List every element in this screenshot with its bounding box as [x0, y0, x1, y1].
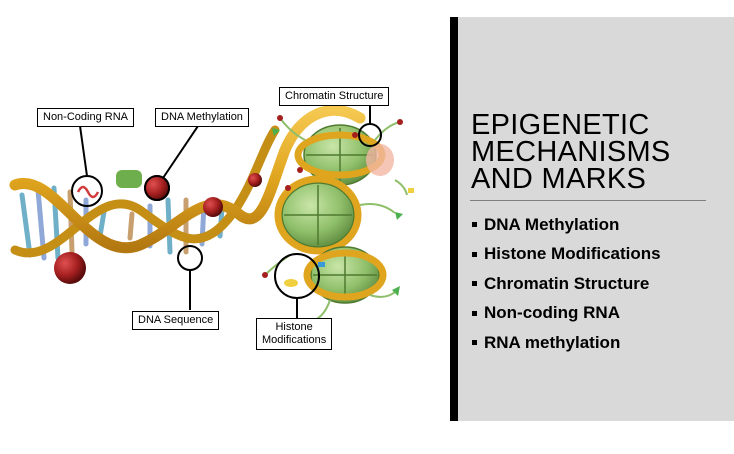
nucleosome-bottom [303, 246, 387, 304]
list-item-label: Histone Modifications [484, 244, 661, 264]
list-item-label: RNA methylation [484, 332, 621, 352]
list-item: DNA Methylation [472, 210, 661, 240]
list-item-label: Non-coding RNA [484, 303, 620, 323]
bullet-square-icon [472, 251, 477, 257]
list-item: Chromatin Structure [472, 269, 661, 299]
label-non-coding-rna: Non-Coding RNA [37, 108, 134, 127]
label-histone-line1: Histone [275, 321, 313, 333]
panel-title-line: MECHANISMS [471, 136, 671, 168]
label-chromatin-structure: Chromatin Structure [279, 87, 390, 106]
dna-chromatin-illustration [9, 104, 414, 328]
list-item: Histone Modifications [472, 240, 661, 270]
label-dna-sequence: DNA Sequence [132, 311, 220, 330]
methyl-group-sphere [54, 252, 86, 284]
list-item-label: Chromatin Structure [484, 273, 650, 293]
panel-title-line: EPIGENETIC [471, 109, 650, 141]
mechanism-list: DNA Methylation Histone Modifications Ch… [472, 210, 661, 358]
methyl-group-sphere [144, 175, 170, 201]
rna-strand-icon [76, 185, 100, 199]
bullet-square-icon [472, 310, 477, 316]
rna-protein-blob [116, 170, 142, 188]
methyl-group-sphere [203, 197, 223, 217]
callout-leaders [79, 106, 371, 318]
label-dna-methylation: DNA Methylation [155, 108, 249, 127]
bullet-square-icon [472, 222, 477, 228]
label-histone-modifications: Histone Modifications [256, 318, 333, 350]
title-divider [470, 200, 706, 201]
list-item: Non-coding RNA [472, 299, 661, 329]
label-histone-line2: Modifications [262, 334, 327, 346]
dna-sequence-marker [177, 245, 203, 271]
dna-methylation-marker [144, 175, 170, 201]
nucleosome-faded [366, 144, 394, 176]
panel-title: EPIGENETIC MECHANISMS AND MARKS [471, 109, 711, 195]
list-item-label: DNA Methylation [484, 214, 620, 234]
bullet-square-icon [472, 340, 477, 346]
dna-backbone-front [9, 104, 366, 254]
panel-title-line: AND MARKS [471, 163, 647, 195]
bullet-square-icon [472, 281, 477, 287]
panel-accent-bar [450, 17, 458, 421]
nucleosome-middle [274, 175, 362, 255]
methyl-group-sphere [248, 173, 262, 187]
list-item: RNA methylation [472, 328, 661, 358]
mechanisms-panel [450, 17, 734, 421]
